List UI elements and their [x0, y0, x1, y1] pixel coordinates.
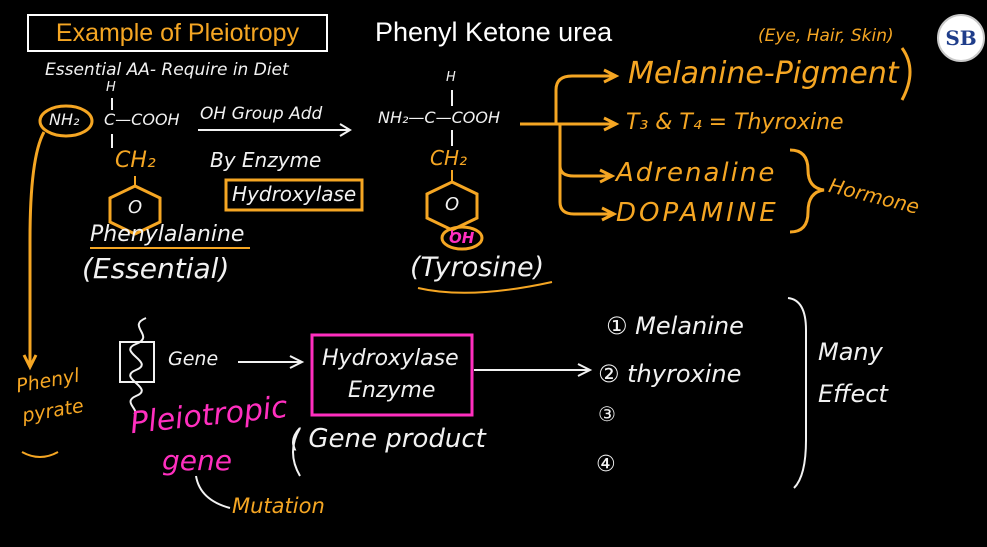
dopamine-label: DOPAMINE: [616, 198, 779, 228]
effect-item-3: ③: [598, 402, 616, 426]
right-backbone-label: NH₂—C—COOH: [378, 108, 500, 127]
left-ring-label: O: [128, 197, 143, 218]
subtitle: Phenyl Ketone urea: [375, 17, 613, 47]
effect-item-1: ① Melanine: [606, 312, 744, 340]
gene-product-label: ( Gene product: [290, 424, 486, 454]
hydroxylase-label-small: Hydroxylase: [232, 182, 357, 206]
by-enzyme-label: By Enzyme: [210, 148, 322, 172]
enzyme-box-line2: Enzyme: [348, 378, 436, 403]
gene-label: Gene: [168, 348, 219, 370]
benzene-left: [108, 184, 162, 236]
left-ch2-label: CH₂: [115, 148, 156, 173]
right-ring-label: O: [445, 194, 460, 215]
logo: SB: [937, 14, 985, 62]
melanine-pigment-label: Melanine-Pigment: [628, 56, 899, 91]
gene-pink-label: gene: [162, 444, 232, 477]
title-box: Example of Pleiotropy: [27, 14, 328, 52]
many-label: Many: [818, 338, 883, 366]
left-nh2-label: NH₂: [49, 110, 80, 129]
effect-label: Effect: [818, 380, 888, 408]
oh-group-add-label: OH Group Add: [200, 104, 323, 124]
right-h-label: H: [446, 70, 456, 85]
essential-aa-note: Essential AA- Require in Diet: [45, 60, 289, 80]
gene-dna-icon: [129, 317, 147, 415]
tyrosine-label: (Tyrosine): [410, 252, 545, 283]
left-h-label: H: [106, 80, 116, 95]
mutation-label: Mutation: [232, 494, 325, 518]
enzyme-box-line1: Hydroxylase: [322, 346, 459, 371]
right-ch2-label: CH₂: [430, 146, 468, 170]
left-cooh-label: C—COOH: [104, 110, 180, 129]
hormone-brace: [789, 148, 825, 234]
oh-label: OH: [449, 229, 475, 247]
eye-hair-skin-label: (Eye, Hair, Skin): [758, 26, 894, 46]
hydroxylase-box-small: [224, 178, 364, 212]
nh2-circle: [38, 104, 94, 138]
oh-circle: [440, 225, 484, 251]
effect-item-4: ④: [596, 452, 616, 477]
essential-label: (Essential): [82, 252, 230, 285]
phenylalanine-label: Phenylalanine: [90, 222, 245, 247]
adrenaline-label: Adrenaline: [616, 158, 777, 188]
nh2-to-phenylpyruvate-arrow: [28, 131, 46, 365]
effect-item-2: ② thyroxine: [598, 360, 742, 388]
thyroxine-label: T₃ & T₄ = Thyroxine: [626, 110, 844, 135]
enzyme-box: [310, 333, 474, 417]
